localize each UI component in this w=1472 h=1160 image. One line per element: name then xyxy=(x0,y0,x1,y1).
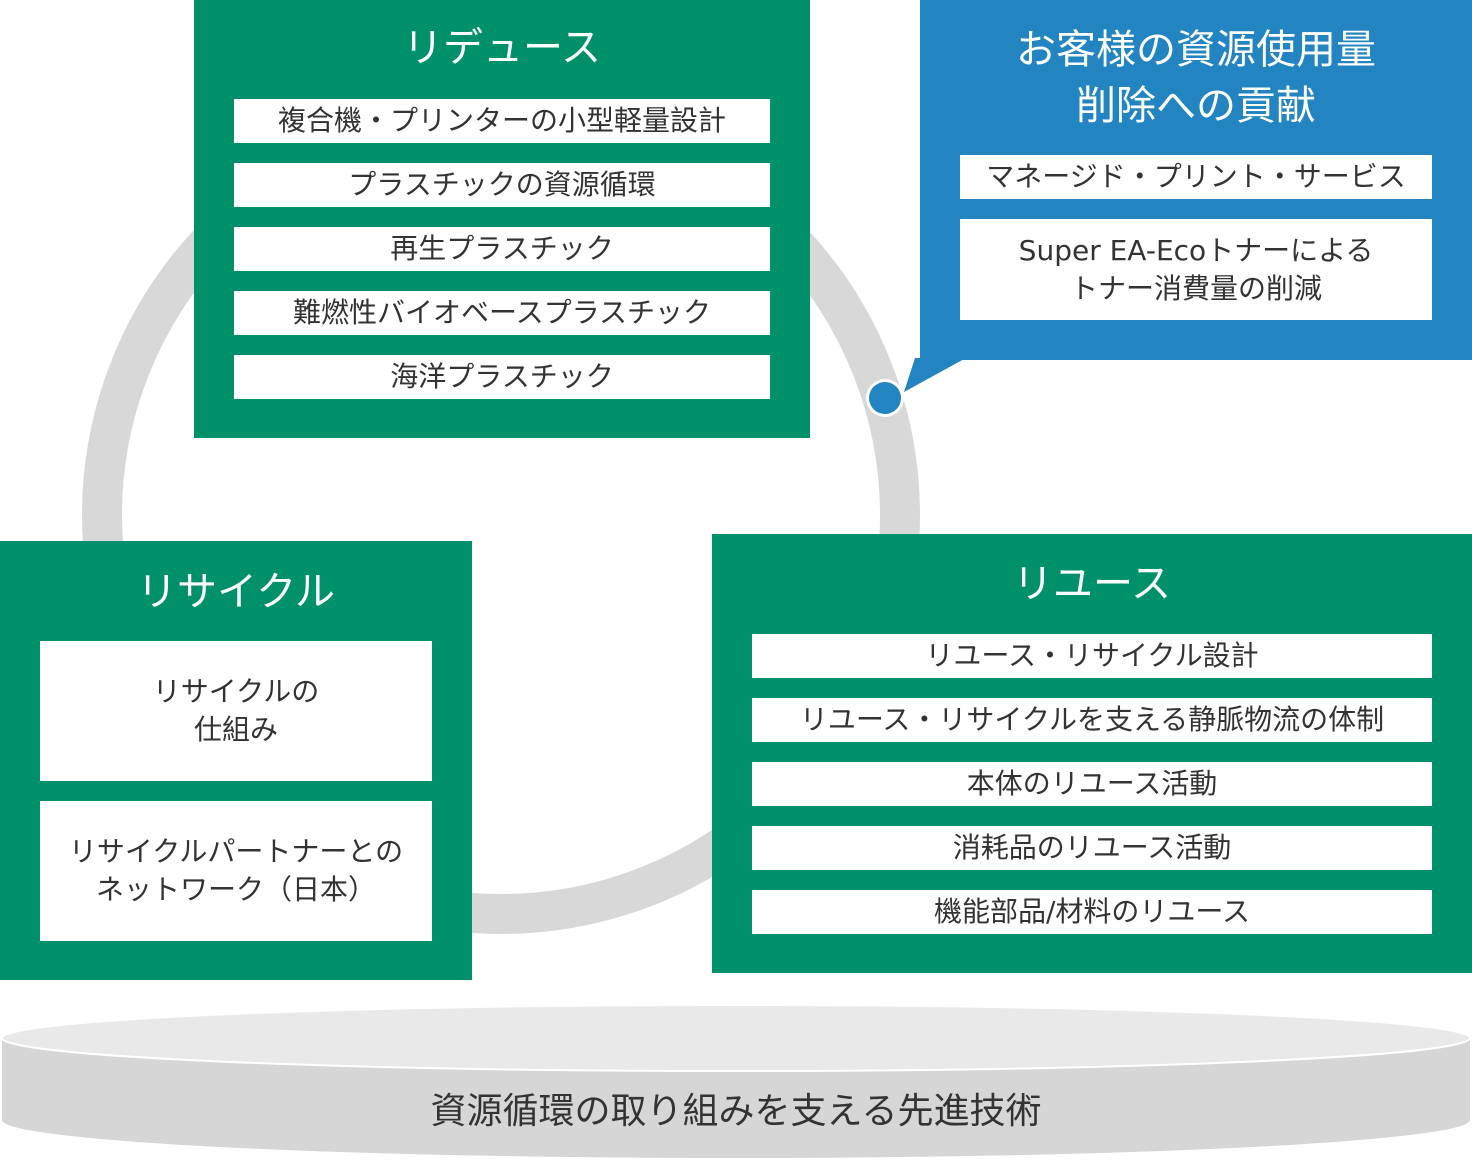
platform-top xyxy=(1,1004,1471,1072)
reduce-item: 海洋プラスチック xyxy=(234,355,770,399)
platform-label: 資源循環の取り組みを支える先進技術 xyxy=(430,1091,1042,1132)
customer-item: Super EA-Ecoトナーによる トナー消費量の削減 xyxy=(960,219,1432,320)
customer-item: マネージド・プリント・サービス xyxy=(960,155,1432,199)
reuse-item: 消耗品のリユース活動 xyxy=(752,826,1432,870)
recycle-title: リサイクル xyxy=(137,569,335,615)
reuse-item: 本体のリユース活動 xyxy=(752,762,1432,806)
reduce-box: リデュース 複合機・プリンターの小型軽量設計 プラスチックの資源循環 再生プラス… xyxy=(194,0,810,438)
bubble-tail xyxy=(904,358,966,392)
reuse-title: リユース xyxy=(1013,561,1171,607)
recycle-box: リサイクル リサイクルの 仕組み リサイクルパートナーとの ネットワーク（日本） xyxy=(0,541,472,980)
reuse-item: リユース・リサイクル設計 xyxy=(752,634,1432,678)
reduce-item: 複合機・プリンターの小型軽量設計 xyxy=(234,99,770,143)
platform-base xyxy=(1,1004,1471,1158)
customer-title-line1: お客様の資源使用量 xyxy=(1016,27,1376,73)
recycle-item: リサイクルパートナーとの ネットワーク（日本） xyxy=(40,801,432,941)
reduce-item: プラスチックの資源循環 xyxy=(234,163,770,207)
reuse-item: リユース・リサイクルを支える静脈物流の体制 xyxy=(752,698,1432,742)
reduce-title: リデュース xyxy=(403,25,601,71)
recycle-item: リサイクルの 仕組み xyxy=(40,641,432,781)
customer-title-line2: 削除への貢献 xyxy=(1076,83,1316,129)
customer-contribution-box: お客様の資源使用量 削除への貢献 マネージド・プリント・サービス Super E… xyxy=(920,0,1472,360)
connector-dot xyxy=(869,382,901,414)
reduce-item: 再生プラスチック xyxy=(234,227,770,271)
reduce-item: 難燃性バイオベースプラスチック xyxy=(234,291,770,335)
reuse-box: リユース リユース・リサイクル設計 リユース・リサイクルを支える静脈物流の体制 … xyxy=(712,534,1472,973)
platform-side xyxy=(2,1038,1470,1158)
reuse-item: 機能部品/材料のリユース xyxy=(752,890,1432,934)
